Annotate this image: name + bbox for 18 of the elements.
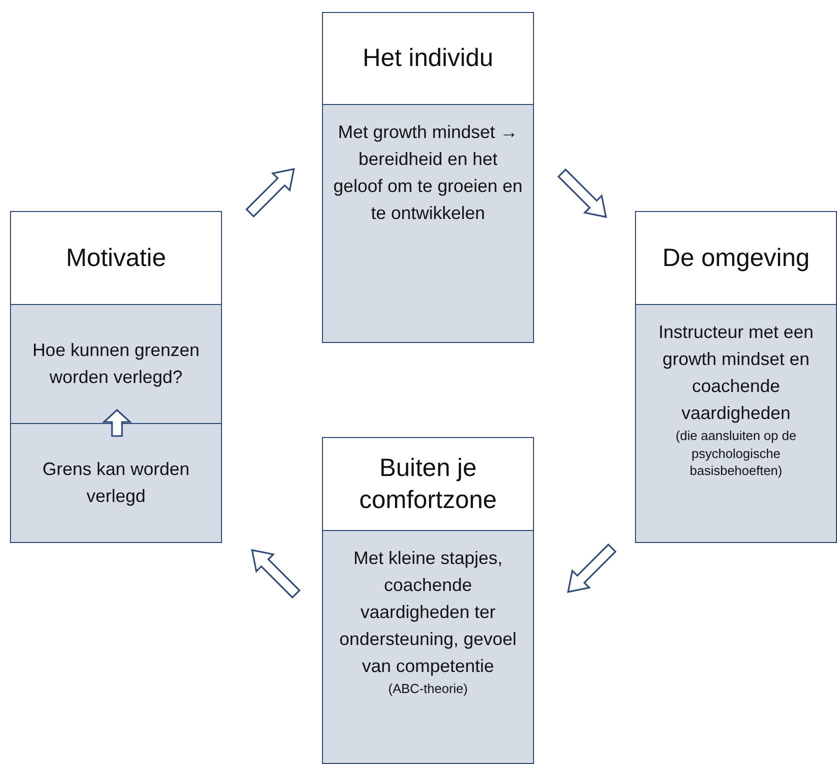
topic-card — [635, 211, 837, 543]
topic-card — [322, 12, 534, 343]
block-arrow — [102, 408, 132, 437]
block-arrow — [251, 549, 301, 599]
panel-text: Grens kan worden verlegd — [41, 458, 191, 508]
block-arrow — [557, 168, 607, 218]
note-text: (ABC-theorie) — [388, 680, 468, 698]
body-text: Met growth mindset → bereidheid en het geloof om te groeien en te ontwikkelen — [333, 121, 523, 225]
block-arrow — [567, 543, 617, 593]
body-text: Met kleine stapjes, coachende vaardigheden ter ondersteuning, gevoel van competentie — [338, 547, 518, 678]
text-panel — [11, 305, 221, 423]
note-text: (die aansluiten op de psychologische basisbehoeften) — [674, 427, 798, 480]
text-panel — [11, 423, 221, 542]
panel-text: Hoe kunnen grenzen worden verlegd? — [31, 339, 201, 389]
body-text: Instructeur met een growth mindset en coachende vaardigheden — [657, 321, 815, 425]
topic-card — [10, 211, 222, 543]
topic-card — [322, 437, 534, 764]
block-arrow — [245, 168, 295, 218]
